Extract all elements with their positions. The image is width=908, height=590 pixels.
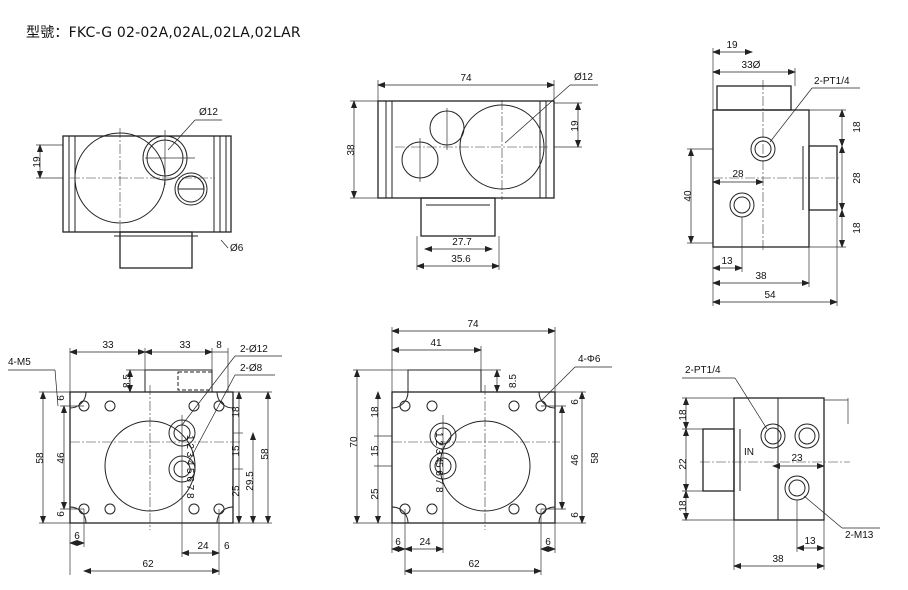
- m5-hole: [188, 400, 200, 412]
- dim-6-a: 6: [56, 395, 67, 401]
- side-right-view: 19 33Ø 2-PT1/4 18 28 18 40 28 13 38 54: [683, 40, 863, 306]
- front-mid-view: 74 Ø12 19 38 27.7 35.6: [346, 72, 598, 270]
- dim-58-left: 58: [35, 452, 46, 464]
- dim-6-c: 6: [395, 537, 401, 548]
- dim-24: 24: [419, 537, 431, 548]
- dim-29-5: 29.5: [245, 471, 256, 491]
- dim-46: 46: [56, 452, 67, 464]
- dim-35-6: 35.6: [451, 254, 471, 265]
- label-2-dia8: 2-Ø8: [240, 363, 263, 374]
- dim-18-top: 18: [678, 409, 689, 421]
- phi6-hole: [426, 400, 438, 412]
- label-2-pt14: 2-PT1/4: [685, 365, 721, 376]
- dim-62: 62: [142, 559, 154, 570]
- dim-25: 25: [370, 488, 381, 500]
- dim-33-a: 33: [102, 340, 114, 351]
- dim-8-5: 8.5: [122, 374, 133, 388]
- dim-13: 13: [804, 536, 816, 547]
- front-left-view: 19 Ø12 Ø6: [32, 107, 244, 269]
- label-2-dia12: 2-Ø12: [240, 344, 268, 355]
- port-circle: [174, 172, 208, 206]
- dim-28-vert: 28: [852, 172, 863, 184]
- base-plate-outline: [69, 391, 234, 524]
- dim-15: 15: [231, 445, 242, 457]
- phi6-hole: [426, 503, 438, 515]
- dim-74: 74: [467, 319, 479, 330]
- dim-41: 41: [430, 338, 442, 349]
- dim-18: 18: [231, 406, 242, 418]
- top-boss: [407, 369, 482, 393]
- side-body-outline: [712, 109, 810, 248]
- phi6-hole: [399, 400, 411, 412]
- dim-6-c: 6: [74, 531, 80, 542]
- m5-hole: [213, 400, 225, 412]
- dim-58-right: 58: [260, 448, 271, 460]
- phi6-hole: [508, 503, 520, 515]
- dim-13: 13: [721, 256, 733, 267]
- base-plate-outline: [391, 391, 556, 524]
- dim-28-horiz: 28: [732, 169, 744, 180]
- dim-19: 19: [570, 120, 581, 132]
- dim-18: 18: [370, 406, 381, 418]
- pin-numbers-lower: 5 6 7 8: [184, 468, 195, 499]
- phi6-hole: [508, 400, 520, 412]
- dim-18-bot: 18: [678, 500, 689, 512]
- dim-38: 38: [755, 271, 767, 282]
- pin-numbers-upper: 1 2 3 4: [433, 432, 444, 463]
- dim-6-a: 6: [570, 399, 581, 405]
- m5-hole: [104, 400, 116, 412]
- dim-70: 70: [349, 436, 360, 448]
- pin-numbers-lower: 5 6 7 8: [433, 462, 444, 493]
- dim-33-dia: 33Ø: [742, 60, 761, 71]
- dim-dia12: Ø12: [574, 72, 593, 83]
- dim-46: 46: [570, 454, 581, 466]
- pt-port-circle: [794, 423, 820, 449]
- model-title: 型號：FKC-G 02-02A,02AL,02LA,02LAR: [26, 25, 301, 41]
- dim-6-d: 6: [545, 537, 551, 548]
- m5-hole: [188, 503, 200, 515]
- dim-24: 24: [197, 541, 209, 552]
- label-2-m13: 2-M13: [845, 530, 874, 541]
- bottom-left-view: 1 2 3 4 5 6 7 8 33 33 8 2-Ø12 2-Ø8 8.5 4…: [8, 340, 282, 575]
- dim-62: 62: [468, 559, 480, 570]
- dim-27-7: 27.7: [452, 237, 472, 248]
- label-4-phi6: 4-Φ6: [578, 354, 601, 365]
- dim-6-b: 6: [56, 511, 67, 517]
- dim-23: 23: [791, 453, 803, 464]
- dim-58: 58: [590, 452, 601, 464]
- m5-hole: [104, 503, 116, 515]
- label-4-m5: 4-M5: [8, 357, 31, 368]
- dim-dia12: Ø12: [199, 107, 218, 118]
- top-boss: [716, 85, 792, 111]
- side-boss: [702, 428, 735, 492]
- dim-74: 74: [460, 73, 472, 84]
- dim-40: 40: [683, 190, 694, 202]
- label-2-pt14: 2-PT1/4: [814, 76, 850, 87]
- pin-numbers-upper: 1 2 3 4: [184, 435, 195, 466]
- dim-18-top: 18: [852, 121, 863, 133]
- dim-6-d: 6: [224, 541, 230, 552]
- pt-port-circle: [760, 423, 786, 449]
- bottom-right-view: 2-PT1/4 18 22 18 IN 23 2-M13 13 38: [678, 365, 880, 570]
- dim-54: 54: [764, 290, 776, 301]
- bottom-boss: [420, 197, 496, 237]
- dim-dia6: Ø6: [230, 243, 244, 254]
- label-in: IN: [744, 447, 754, 458]
- dim-8-5: 8.5: [508, 374, 519, 388]
- dim-25: 25: [231, 485, 242, 497]
- bottom-boss: [119, 231, 193, 269]
- dim-19: 19: [726, 40, 738, 51]
- dim-8: 8: [216, 340, 222, 351]
- dim-15: 15: [370, 445, 381, 457]
- dim-19: 19: [32, 156, 43, 168]
- valve-body-outline: [377, 100, 555, 199]
- dim-38: 38: [346, 144, 357, 156]
- dim-18-bot: 18: [852, 222, 863, 234]
- dim-33-b: 33: [179, 340, 191, 351]
- dim-6-b: 6: [570, 512, 581, 518]
- dim-38: 38: [772, 554, 784, 565]
- dim-22: 22: [678, 458, 689, 470]
- bottom-mid-view: 1 2 3 4 5 6 7 8 74 41 8.5 4-Φ6 70 18 15 …: [349, 319, 612, 575]
